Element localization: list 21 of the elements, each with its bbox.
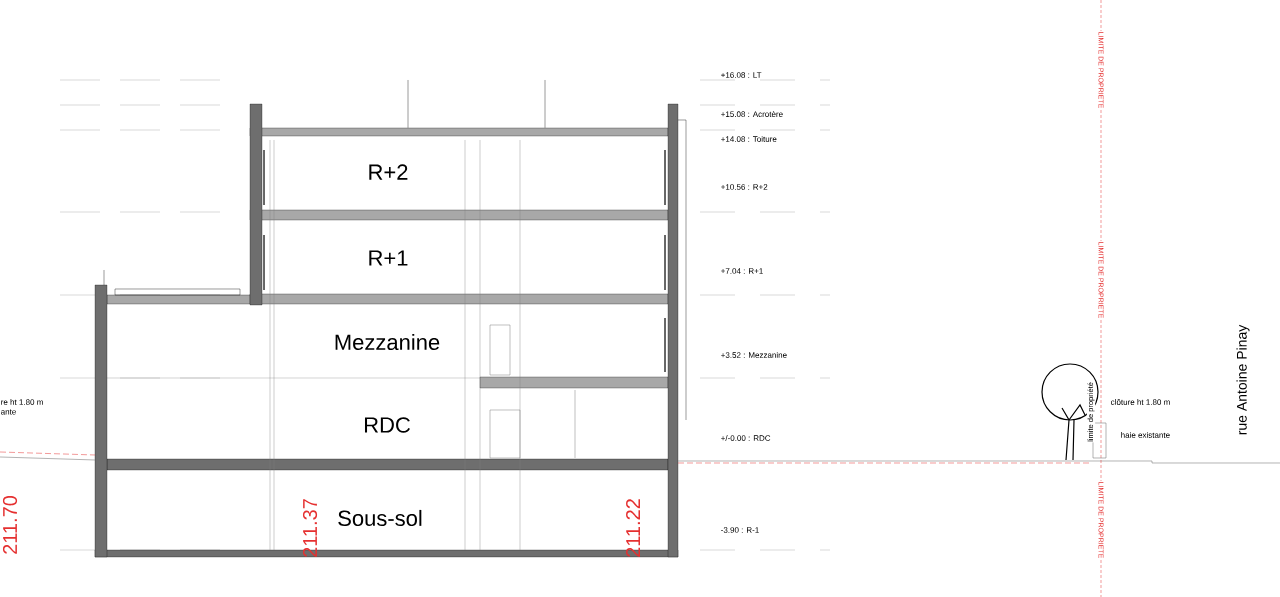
elevation-number: 211.70 (2, 495, 18, 554)
level-label: +/-0.00 : RDC (721, 435, 771, 441)
room-label: R+1 (369, 250, 408, 266)
level-label: +3.52 : Mezzanine (721, 352, 787, 358)
level-label: +7.04 : R+1 (721, 268, 763, 274)
room-label: R+2 (369, 164, 408, 180)
level-label: +15.08 : Acrotère (721, 111, 783, 117)
note-text: haie existante (1121, 432, 1170, 438)
room-label: RDC (365, 417, 410, 433)
level-label: -3.90 : R-1 (721, 527, 759, 533)
note-text: clôture ht 1.80 m (1111, 399, 1170, 405)
room-label: Mezzanine (335, 333, 440, 351)
note-text: ante (1, 409, 16, 415)
level-label: +14.08 : Toiture (721, 136, 777, 142)
street-name: rue Antoine Pinay (1236, 324, 1250, 435)
note-text: re ht 1.80 m (1, 399, 43, 405)
level-label: +16.08 : LT (721, 72, 762, 78)
elevation-number: 211.22 (626, 499, 640, 557)
level-label: +10.56 : R+2 (721, 184, 768, 190)
elevation-number: 211.37 (302, 499, 318, 557)
room-label: Sous-sol (338, 509, 422, 527)
